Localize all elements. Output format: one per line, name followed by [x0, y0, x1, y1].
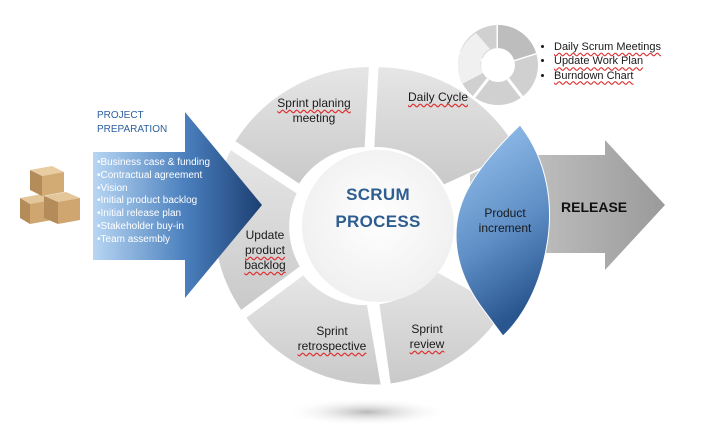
daily-cycle-text: Daily Cycle [407, 90, 468, 104]
daily-item: Daily Scrum Meetings [554, 40, 661, 54]
sprint-review-line1: Sprint [411, 322, 443, 336]
daily-item-text: Burndown Chart [554, 69, 634, 82]
preparation-title-line2: PREPARATION [97, 123, 168, 135]
sprint-planning-label: Sprint planing meeting [268, 96, 360, 126]
center-title: SCRUM PROCESS [318, 184, 438, 233]
preparation-list: Business case & funding Contractual agre… [97, 157, 211, 247]
sprint-retrospective-segment [243, 272, 383, 387]
update-backlog-line1: Update [245, 228, 285, 242]
center-title-line1: SCRUM [346, 185, 410, 204]
sprint-retrospective-line2: retrospective [297, 339, 367, 353]
release-label: RELEASE [561, 199, 628, 215]
product-increment-label: Product increment [472, 206, 538, 236]
sprint-retrospective-line1: Sprint [316, 324, 348, 338]
sprint-planning-line1: Sprint planing [277, 96, 351, 110]
sprint-retrospective-label: Sprint retrospective [292, 324, 372, 354]
daily-item: Burndown Chart [554, 69, 661, 83]
preparation-item: Initial release plan [97, 208, 210, 221]
preparation-item: Business case & funding [97, 157, 211, 170]
floor-shadow [285, 398, 449, 426]
preparation-item: Contractual agreement [97, 170, 210, 183]
center-title-line2: PROCESS [335, 212, 421, 232]
update-backlog-line3: backlog [244, 258, 286, 272]
daily-item-text: Update Work Plan [554, 55, 644, 68]
product-increment-line1: Product [484, 206, 526, 220]
boxes-icon [20, 166, 80, 224]
preparation-item: Vision [97, 183, 210, 196]
product-increment-line2: increment [478, 221, 532, 235]
daily-item: Update Work Plan [554, 54, 661, 68]
sprint-review-line2: review [409, 337, 445, 351]
sprint-review-label: Sprint review [404, 322, 450, 352]
sprint-planning-segment [232, 64, 371, 187]
project-preparation-title: PROJECT PREPARATION [97, 109, 167, 136]
update-backlog-line2: product [244, 243, 286, 257]
center-hub [302, 150, 454, 302]
update-backlog-label: Update product backlog [240, 228, 290, 273]
preparation-item: Team assembly [97, 234, 210, 247]
product-increment-arrow [455, 124, 551, 337]
daily-item-text: Daily Scrum Meetings [554, 41, 661, 53]
sprint-planning-line2: meeting [292, 111, 336, 125]
daily-cycle-mini-ring-icon [457, 25, 538, 105]
daily-cycle-label: Daily Cycle [398, 90, 478, 105]
preparation-item: Stakeholder buy-in [97, 221, 210, 234]
daily-cycle-list: Daily Scrum Meetings Update Work Plan Bu… [540, 40, 661, 83]
preparation-title-line1: PROJECT [97, 110, 144, 121]
preparation-item: Initial product backlog [97, 195, 210, 208]
